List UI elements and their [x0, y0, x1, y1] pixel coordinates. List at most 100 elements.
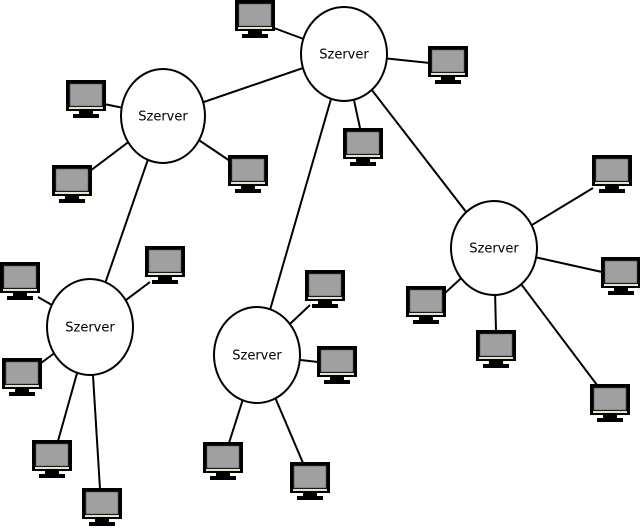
monitor-base: [483, 364, 509, 368]
computer-monitor-icon[interactable]: [428, 46, 468, 84]
server-node[interactable]: Szerver: [450, 200, 538, 296]
monitor-base: [297, 496, 323, 500]
monitor-base: [413, 320, 439, 324]
monitor-screen: [206, 445, 240, 469]
monitor-strip: [604, 284, 638, 286]
server-ellipse: [120, 68, 206, 164]
monitor-neck: [241, 186, 255, 189]
computer-monitor-icon[interactable]: [305, 270, 345, 308]
monitor-strip: [5, 385, 39, 387]
monitor-neck: [95, 519, 109, 522]
server-ellipse: [213, 306, 301, 404]
computer-monitor-icon[interactable]: [145, 246, 185, 284]
server-label: Szerver: [65, 321, 115, 336]
computer-monitor-icon[interactable]: [592, 155, 632, 193]
monitor-base: [235, 189, 261, 193]
monitor-base: [73, 114, 99, 118]
monitor-strip: [293, 489, 327, 491]
monitor-neck: [65, 196, 79, 199]
server-node[interactable]: Szerver: [300, 6, 388, 102]
monitor-base: [9, 392, 35, 396]
computer-monitor-icon[interactable]: [235, 0, 275, 38]
monitor-base: [350, 162, 376, 166]
monitor-base: [599, 189, 625, 193]
server-ellipse: [46, 278, 134, 376]
monitor-neck: [605, 186, 619, 189]
monitor-neck: [303, 493, 317, 496]
monitor-screen: [308, 273, 342, 297]
monitor-neck: [330, 377, 344, 380]
server-label: Szerver: [232, 349, 282, 364]
monitor-strip: [346, 155, 380, 157]
monitor-screen: [148, 249, 182, 273]
server-ellipse: [450, 200, 538, 296]
monitor-base: [312, 304, 338, 308]
monitor-base: [435, 80, 461, 84]
computer-monitor-icon[interactable]: [228, 155, 268, 193]
monitor-neck: [441, 77, 455, 80]
monitor-neck: [79, 111, 93, 114]
computer-monitor-icon[interactable]: [290, 462, 330, 500]
computer-monitor-icon[interactable]: [476, 330, 516, 368]
monitor-base: [152, 280, 178, 284]
monitor-base: [242, 34, 268, 38]
monitor-screen: [293, 465, 327, 489]
monitor-strip: [320, 373, 354, 375]
server-node[interactable]: Szerver: [213, 306, 301, 404]
server-node[interactable]: Szerver: [46, 278, 134, 376]
monitor-strip: [55, 192, 89, 194]
monitor-strip: [238, 27, 272, 29]
computer-monitor-icon[interactable]: [66, 80, 106, 118]
server-label: Szerver: [469, 242, 519, 257]
computer-monitor-icon[interactable]: [52, 165, 92, 203]
monitor-strip: [3, 289, 37, 291]
computer-monitor-icon[interactable]: [406, 286, 446, 324]
monitor-screen: [595, 158, 629, 182]
monitor-neck: [318, 301, 332, 304]
monitor-strip: [148, 273, 182, 275]
monitor-base: [324, 380, 350, 384]
computer-monitor-icon[interactable]: [32, 440, 72, 478]
monitor-base: [89, 522, 115, 526]
monitor-neck: [248, 31, 262, 34]
monitor-screen: [69, 83, 103, 107]
monitor-screen: [479, 333, 513, 357]
monitor-screen: [85, 491, 119, 515]
monitor-strip: [431, 73, 465, 75]
monitor-screen: [55, 168, 89, 192]
monitor-base: [7, 296, 33, 300]
monitor-strip: [35, 467, 69, 469]
computer-monitor-icon[interactable]: [0, 262, 40, 300]
server-node[interactable]: Szerver: [120, 68, 206, 164]
computer-monitor-icon[interactable]: [590, 384, 630, 422]
monitor-strip: [308, 297, 342, 299]
computer-monitor-icon[interactable]: [601, 257, 640, 295]
monitor-base: [608, 291, 634, 295]
monitor-screen: [3, 265, 37, 289]
monitor-strip: [231, 182, 265, 184]
monitor-strip: [593, 411, 627, 413]
monitor-screen: [320, 349, 354, 373]
monitor-strip: [409, 313, 443, 315]
computer-monitor-icon[interactable]: [203, 442, 243, 480]
computer-monitor-icon[interactable]: [317, 346, 357, 384]
server-link-s1-s4: [256, 53, 345, 356]
monitor-screen: [431, 49, 465, 73]
monitor-strip: [479, 357, 513, 359]
monitor-screen: [409, 289, 443, 313]
monitor-screen: [346, 131, 380, 155]
monitor-screen: [35, 443, 69, 467]
monitor-neck: [158, 277, 172, 280]
monitor-screen: [238, 3, 272, 27]
computer-monitor-icon[interactable]: [2, 358, 42, 396]
monitor-neck: [614, 288, 628, 291]
computer-monitor-icon[interactable]: [82, 488, 122, 526]
monitor-base: [39, 474, 65, 478]
monitor-neck: [489, 361, 503, 364]
server-label: Szerver: [138, 110, 188, 125]
computer-monitor-icon[interactable]: [343, 128, 383, 166]
server-label: Szerver: [319, 48, 369, 63]
monitor-screen: [5, 361, 39, 385]
